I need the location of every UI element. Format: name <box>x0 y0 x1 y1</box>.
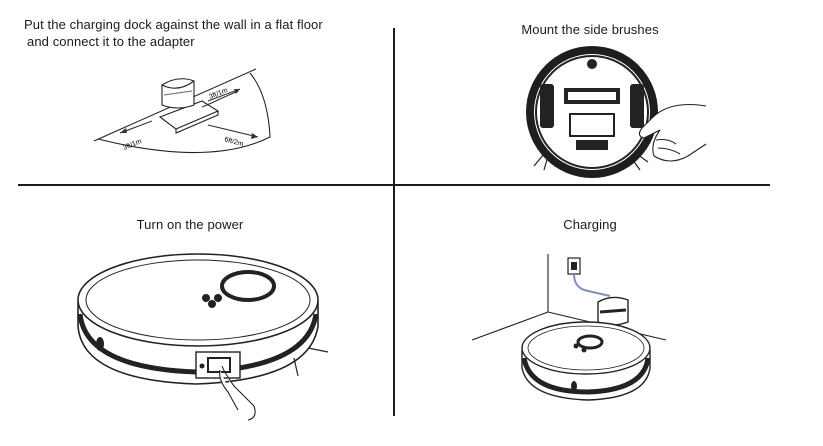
step-1-caption-line2: and connect it to the adapter <box>27 34 195 49</box>
home-button-icon <box>202 294 210 302</box>
power-cable <box>573 273 611 297</box>
plug-icon <box>571 262 577 270</box>
clearance-arc <box>97 72 271 154</box>
step-3-caption: Turn on the power <box>136 217 244 232</box>
lidar-cover <box>220 270 276 302</box>
step-1-caption: Put the charging dock against the wall i… <box>24 16 323 50</box>
front-caster <box>587 59 597 69</box>
finger-icon <box>219 365 256 421</box>
robot-top <box>77 253 319 347</box>
battery-cover <box>569 113 615 137</box>
power-on-illustration <box>77 253 329 421</box>
docked-lidar <box>576 334 604 350</box>
clearance-left-label: 3ft/1m <box>122 138 143 152</box>
step-1-caption-line1: Put the charging dock against the wall i… <box>24 17 323 32</box>
charging-illustration <box>471 254 667 401</box>
hand-icon <box>638 103 707 162</box>
step-2-caption: Mount the side brushes <box>521 22 659 37</box>
clearance-front-label: 6ft/2m <box>223 136 244 148</box>
vertical-divider <box>393 28 395 416</box>
right-wheel <box>630 84 644 128</box>
left-wheel <box>540 84 554 128</box>
side-brush-illustration <box>526 46 707 178</box>
horizontal-divider <box>18 184 770 186</box>
power-button-icon <box>214 294 222 302</box>
power-switch <box>207 357 231 373</box>
dock-placement-illustration: 3ft/1m 3ft/1m 6ft/2m <box>93 68 271 154</box>
step-4-caption: Charging <box>563 217 617 232</box>
